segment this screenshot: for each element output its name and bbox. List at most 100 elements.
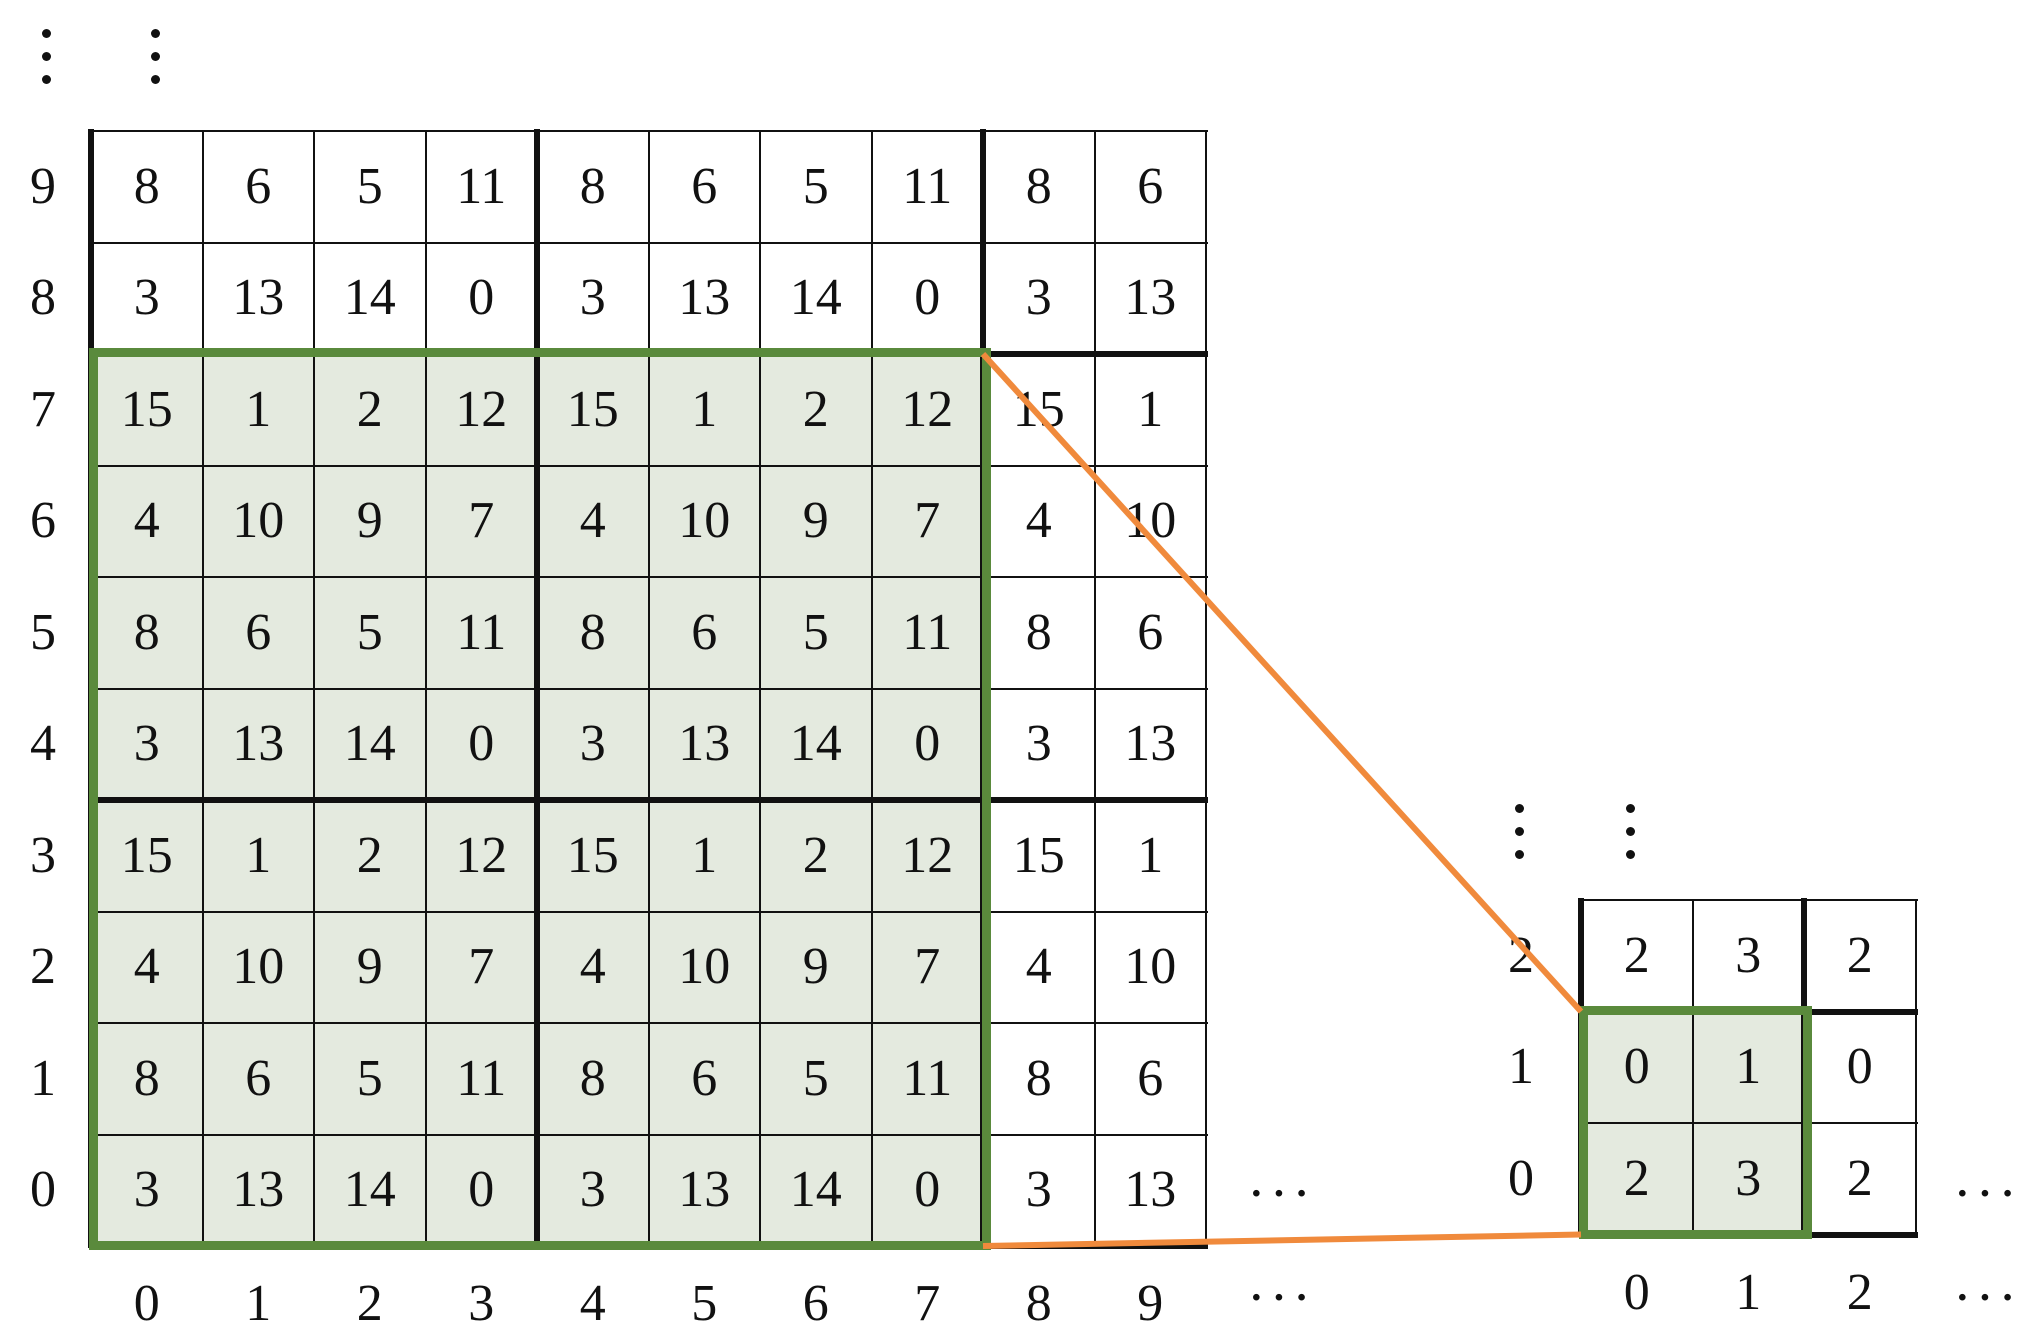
big_grid-cell: 8 bbox=[537, 1023, 649, 1135]
big_grid-cell: 12 bbox=[871, 354, 983, 466]
dot bbox=[1515, 804, 1524, 813]
big_grid-cell: 13 bbox=[202, 688, 314, 800]
big_grid-cell: 6 bbox=[648, 1023, 760, 1135]
big_grid-cell: 14 bbox=[343, 269, 396, 327]
big_grid-cell: 14 bbox=[760, 1134, 872, 1246]
big_grid-cell: 11 bbox=[425, 1023, 537, 1135]
big_grid-cell: 6 bbox=[245, 157, 272, 215]
big_grid-col-label: 3 bbox=[468, 1275, 495, 1332]
big_grid-cell: 13 bbox=[648, 1134, 760, 1246]
small-grid-horizontal-ellipsis: ··· bbox=[1953, 1267, 2021, 1329]
small_grid-cell: 2 bbox=[1581, 1123, 1693, 1235]
big_grid-cell: 5 bbox=[760, 1023, 872, 1135]
big_grid-cell: 3 bbox=[579, 269, 606, 327]
big_grid-cell: 10 bbox=[648, 911, 760, 1023]
big_grid-cell: 1 bbox=[202, 354, 314, 466]
big_grid-cell: 13 bbox=[232, 269, 285, 327]
small_grid-cell: 2 bbox=[1623, 926, 1650, 984]
big_grid-cell: 6 bbox=[1137, 1049, 1164, 1107]
small_grid-grid-line bbox=[1579, 1122, 1918, 1124]
dot bbox=[42, 29, 51, 38]
big_grid-cell: 15 bbox=[537, 354, 649, 466]
big_grid-cell: 7 bbox=[425, 465, 537, 577]
big_grid-col-label: 9 bbox=[1137, 1275, 1164, 1332]
big_grid-cell: 11 bbox=[871, 1023, 983, 1135]
big_grid-cell: 14 bbox=[760, 688, 872, 800]
big_grid-col-label: 2 bbox=[356, 1275, 383, 1332]
big_grid-cell: 0 bbox=[425, 688, 537, 800]
big_grid-cell: 2 bbox=[314, 800, 426, 912]
big_grid-cell: 11 bbox=[456, 157, 507, 215]
small_grid-highlight-box bbox=[1579, 1005, 1812, 1239]
small-grid-vertical-ellipsis bbox=[1515, 797, 1524, 866]
big_grid-cell: 15 bbox=[1012, 380, 1065, 438]
big_grid-cell: 6 bbox=[648, 577, 760, 689]
big_grid-cell: 13 bbox=[202, 1134, 314, 1246]
big_grid-cell: 2 bbox=[760, 800, 872, 912]
big_grid-cell: 8 bbox=[133, 157, 160, 215]
small_grid-cell: 2 bbox=[1846, 926, 1873, 984]
big_grid-row-label: 0 bbox=[30, 1161, 56, 1219]
big_grid-cell: 10 bbox=[648, 465, 760, 577]
big_grid-cell: 8 bbox=[1025, 603, 1052, 661]
big_grid-cell: 11 bbox=[871, 577, 983, 689]
dot bbox=[1626, 827, 1635, 836]
big_grid-col-label: 8 bbox=[1025, 1275, 1052, 1332]
big_grid-grid-line bbox=[89, 576, 1208, 578]
big_grid-cell: 10 bbox=[202, 911, 314, 1023]
big_grid-cell: 6 bbox=[691, 157, 718, 215]
big_grid-cell: 8 bbox=[1025, 157, 1052, 215]
big_grid-highlight-box bbox=[89, 348, 991, 1250]
dot bbox=[1626, 850, 1635, 859]
big_grid-cell: 9 bbox=[760, 465, 872, 577]
big-grid-horizontal-ellipsis: ··· bbox=[1247, 1267, 1315, 1329]
big_grid-cell: 7 bbox=[871, 465, 983, 577]
big_grid-cell: 14 bbox=[314, 1134, 426, 1246]
big_grid-row-label: 4 bbox=[30, 715, 56, 773]
big_grid-cell: 9 bbox=[760, 911, 872, 1023]
big_grid-cell: 1 bbox=[1137, 380, 1164, 438]
big_grid-cell: 0 bbox=[468, 269, 495, 327]
big_grid-cell: 7 bbox=[425, 911, 537, 1023]
big_grid-cell: 0 bbox=[871, 688, 983, 800]
small_grid-cell: 0 bbox=[1581, 1011, 1693, 1123]
big_grid-col-label: 6 bbox=[802, 1275, 829, 1332]
big_grid-col-label: 0 bbox=[133, 1275, 160, 1332]
big_grid-cell: 3 bbox=[1025, 1161, 1052, 1219]
big_grid-cell: 5 bbox=[802, 157, 829, 215]
big_grid-cell: 13 bbox=[678, 269, 731, 327]
big_grid-cell: 5 bbox=[760, 577, 872, 689]
big_grid-col-label: 7 bbox=[914, 1275, 941, 1332]
big_grid-cell: 3 bbox=[537, 688, 649, 800]
big_grid-col-label: 4 bbox=[579, 1275, 606, 1332]
big_grid-cell: 10 bbox=[1124, 938, 1177, 996]
big_grid-cell: 3 bbox=[91, 688, 203, 800]
dot bbox=[1515, 850, 1524, 859]
small_grid-col-label: 1 bbox=[1735, 1263, 1762, 1321]
big_grid-row-label: 2 bbox=[30, 938, 56, 996]
big_grid-cell: 11 bbox=[902, 157, 953, 215]
big_grid-grid-line bbox=[89, 1133, 1208, 1136]
big_grid-cell: 14 bbox=[314, 688, 426, 800]
big_grid-cell: 7 bbox=[871, 911, 983, 1023]
big_grid-cell: 13 bbox=[648, 688, 760, 800]
big_grid-cell: 15 bbox=[537, 800, 649, 912]
big_grid-cell: 8 bbox=[91, 577, 203, 689]
small-grid-horizontal-ellipsis: ··· bbox=[1953, 1163, 2021, 1225]
big_grid-cell: 11 bbox=[425, 577, 537, 689]
dot bbox=[42, 75, 51, 84]
big_grid-cell: 1 bbox=[648, 354, 760, 466]
big_grid-cell: 10 bbox=[202, 465, 314, 577]
big_grid-row-label: 9 bbox=[30, 157, 56, 215]
big_grid-cell: 9 bbox=[314, 465, 426, 577]
big_grid-cell: 6 bbox=[202, 1023, 314, 1135]
big_grid-grid-line bbox=[89, 910, 1208, 913]
big_grid-cell: 4 bbox=[1025, 492, 1052, 550]
big_grid-cell: 13 bbox=[1124, 715, 1177, 773]
big_grid-grid-line bbox=[89, 797, 1208, 803]
big_grid-grid-line bbox=[89, 241, 1208, 244]
small_grid-cell: 0 bbox=[1846, 1038, 1873, 1096]
big_grid-row-label: 5 bbox=[30, 603, 56, 661]
small_grid-row-label: 2 bbox=[1508, 926, 1534, 984]
small_grid-row-label: 0 bbox=[1508, 1149, 1534, 1207]
